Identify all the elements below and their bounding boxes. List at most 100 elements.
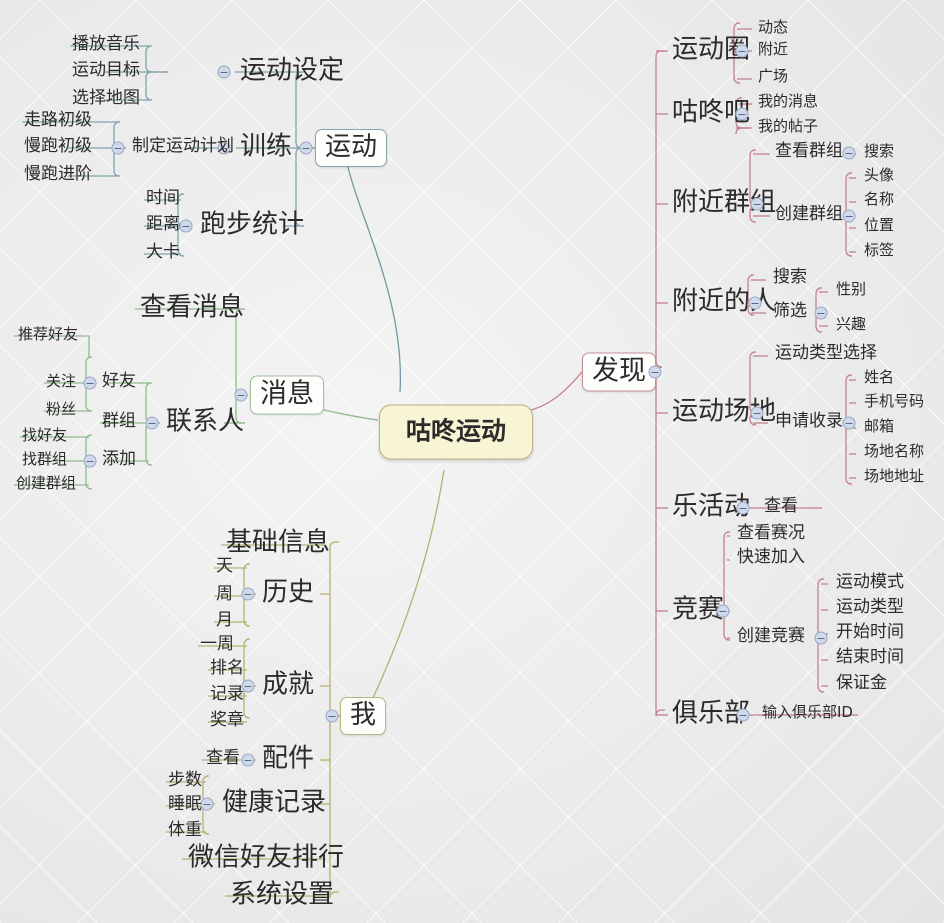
node-history[interactable]: 历史 — [262, 577, 315, 608]
node-start-time[interactable]: 开始时间 — [836, 622, 904, 642]
collapse-toggle-add[interactable] — [83, 454, 97, 468]
node-jog-advanced[interactable]: 慢跑进阶 — [24, 164, 92, 184]
node-following[interactable]: 关注 — [46, 372, 77, 390]
collapse-toggle-friends[interactable] — [83, 376, 97, 390]
collapse-toggle-sport-circle[interactable] — [735, 44, 749, 58]
node-rank[interactable]: 排名 — [210, 658, 244, 678]
node-steps[interactable]: 步数 — [168, 770, 202, 790]
collapse-toggle-run-stats[interactable] — [179, 219, 193, 233]
node-jog-basic[interactable]: 慢跑初级 — [24, 136, 92, 156]
node-dynamic[interactable]: 动态 — [758, 18, 789, 36]
node-training[interactable]: 训练 — [240, 131, 293, 162]
node-walk-basic[interactable]: 走路初级 — [24, 110, 92, 130]
node-search-group[interactable]: 搜索 — [864, 142, 895, 160]
node-sport-type[interactable]: 运动类型 — [836, 597, 904, 617]
node-my-posts[interactable]: 我的帖子 — [758, 117, 819, 135]
node-view-activity[interactable]: 查看 — [764, 496, 798, 516]
node-contacts[interactable]: 联系人 — [166, 406, 245, 437]
node-my-messages[interactable]: 我的消息 — [758, 92, 819, 110]
node-wechat-friend-rank[interactable]: 微信好友排行 — [188, 842, 345, 873]
node-deposit[interactable]: 保证金 — [836, 673, 887, 693]
collapse-toggle-accessory[interactable] — [241, 753, 255, 767]
node-sport-mode[interactable]: 运动模式 — [836, 572, 904, 592]
collapse-toggle-discover[interactable] — [648, 365, 662, 379]
node-club-id-input[interactable]: 输入俱乐部ID — [762, 703, 853, 721]
node-sleep[interactable]: 睡眠 — [168, 794, 202, 814]
node-accessory[interactable]: 配件 — [262, 743, 315, 774]
collapse-toggle-view-group[interactable] — [842, 146, 856, 160]
node-make-plan[interactable]: 制定运动计划 — [132, 136, 234, 156]
node-basic-info[interactable]: 基础信息 — [226, 527, 331, 558]
collapse-toggle-training[interactable] — [217, 141, 231, 155]
collapse-toggle-nearby-people[interactable] — [748, 296, 762, 310]
node-person-name[interactable]: 姓名 — [864, 368, 895, 386]
collapse-toggle-apply-include[interactable] — [842, 416, 856, 430]
node-filter[interactable]: 筛选 — [773, 301, 807, 321]
collapse-toggle-history[interactable] — [241, 587, 255, 601]
node-view-accessory[interactable]: 查看 — [206, 748, 240, 768]
node-nearby[interactable]: 附近 — [758, 40, 789, 58]
collapse-toggle-sport[interactable] — [299, 141, 313, 155]
node-interest[interactable]: 兴趣 — [836, 315, 867, 333]
node-add[interactable]: 添加 — [102, 449, 136, 469]
root-node[interactable]: 咕咚运动 — [379, 404, 534, 460]
node-system-settings[interactable]: 系统设置 — [230, 879, 335, 910]
branch-node-sport[interactable]: 运动 — [315, 129, 388, 167]
node-day[interactable]: 天 — [216, 556, 233, 576]
collapse-toggle-sport-settings[interactable] — [217, 65, 231, 79]
node-distance[interactable]: 距离 — [146, 214, 180, 234]
node-venue-name[interactable]: 场地名称 — [864, 442, 925, 460]
node-view-group[interactable]: 查看群组 — [775, 141, 843, 161]
node-sport-settings[interactable]: 运动设定 — [240, 55, 345, 86]
node-play-music[interactable]: 播放音乐 — [72, 34, 140, 54]
collapse-toggle-club[interactable] — [736, 708, 750, 722]
node-tag[interactable]: 标签 — [864, 241, 895, 259]
node-view-match[interactable]: 查看赛况 — [737, 523, 805, 543]
collapse-toggle-make-plan[interactable] — [111, 141, 125, 155]
node-create-group-msg[interactable]: 创建群组 — [16, 474, 77, 492]
node-find-group[interactable]: 找群组 — [22, 450, 68, 468]
node-achievement[interactable]: 成就 — [262, 669, 315, 700]
collapse-toggle-achievement[interactable] — [241, 679, 255, 693]
node-location[interactable]: 位置 — [864, 216, 895, 234]
collapse-toggle-contest[interactable] — [716, 604, 730, 618]
node-quick-join[interactable]: 快速加入 — [737, 547, 805, 567]
node-time[interactable]: 时间 — [146, 188, 180, 208]
node-phone[interactable]: 手机号码 — [864, 392, 925, 410]
node-one-week[interactable]: 一周 — [200, 634, 234, 654]
collapse-toggle-nearby-group[interactable] — [750, 197, 764, 211]
collapse-toggle-create-group[interactable] — [842, 209, 856, 223]
node-gender[interactable]: 性别 — [836, 280, 867, 298]
node-sport-type-select[interactable]: 运动类型选择 — [775, 343, 877, 363]
node-fans[interactable]: 粉丝 — [46, 400, 77, 418]
collapse-toggle-sport-venue[interactable] — [750, 406, 764, 420]
node-nearby-people[interactable]: 附近的人 — [672, 286, 777, 317]
node-medal[interactable]: 奖章 — [210, 710, 244, 730]
branch-node-me[interactable]: 我 — [340, 697, 387, 735]
node-run-stats[interactable]: 跑步统计 — [200, 209, 305, 240]
node-contest[interactable]: 竞赛 — [672, 594, 725, 625]
node-week[interactable]: 周 — [216, 584, 233, 604]
node-health-record[interactable]: 健康记录 — [222, 787, 327, 818]
node-end-time[interactable]: 结束时间 — [836, 647, 904, 667]
collapse-toggle-create-contest[interactable] — [814, 631, 828, 645]
node-record[interactable]: 记录 — [210, 684, 244, 704]
node-avatar[interactable]: 头像 — [864, 166, 895, 184]
node-weight[interactable]: 体重 — [168, 820, 202, 840]
node-square[interactable]: 广场 — [758, 67, 789, 85]
node-group-name[interactable]: 名称 — [864, 190, 895, 208]
node-friends[interactable]: 好友 — [102, 371, 136, 391]
node-groups[interactable]: 群组 — [102, 411, 136, 431]
collapse-toggle-contacts[interactable] — [145, 416, 159, 430]
node-apply-include[interactable]: 申请收录 — [775, 411, 843, 431]
node-month[interactable]: 月 — [216, 610, 233, 630]
node-search-people[interactable]: 搜索 — [773, 267, 807, 287]
collapse-toggle-me[interactable] — [325, 709, 339, 723]
collapse-toggle-filter[interactable] — [814, 306, 828, 320]
node-choose-map[interactable]: 选择地图 — [72, 88, 140, 108]
collapse-toggle-fun-activity[interactable] — [736, 501, 750, 515]
branch-node-message[interactable]: 消息 — [250, 375, 324, 415]
collapse-toggle-codoon-bar[interactable] — [735, 107, 749, 121]
node-create-contest[interactable]: 创建竞赛 — [737, 626, 805, 646]
node-find-friend[interactable]: 找好友 — [22, 426, 68, 444]
